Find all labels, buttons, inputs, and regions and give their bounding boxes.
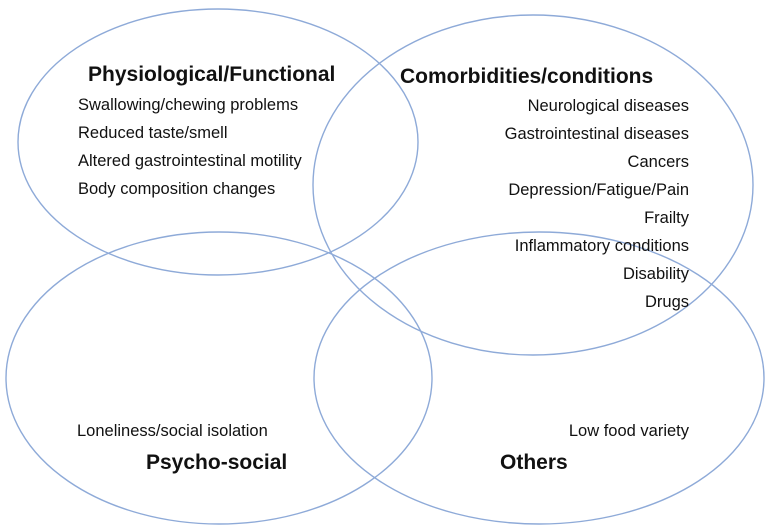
list-item: Swallowing/chewing problems xyxy=(78,96,299,114)
psychosocial-item: Loneliness/social isolation xyxy=(77,422,268,440)
comorbidities-circle xyxy=(312,14,754,356)
list-item: Body composition changes xyxy=(78,180,276,198)
psychosocial-circle xyxy=(5,231,433,525)
physiological-circle xyxy=(17,8,419,276)
comorbidities-conditions-list: Neurological diseases Gastrointestinal d… xyxy=(505,92,689,316)
list-item: Drugs xyxy=(644,293,689,311)
list-item: Depression/Fatigue/Pain xyxy=(508,181,689,199)
list-item: Neurological diseases xyxy=(527,97,689,115)
physiological-functional-title: Physiological/Functional xyxy=(88,63,336,86)
psychosocial-title: Psycho-social xyxy=(146,451,288,474)
list-item: Frailty xyxy=(644,209,689,227)
list-item: Reduced taste/smell xyxy=(78,124,228,142)
others-item: Low food variety xyxy=(568,422,689,440)
list-item: Altered gastrointestinal motility xyxy=(78,152,302,170)
others-title: Others xyxy=(500,451,568,474)
list-item: Cancers xyxy=(627,153,689,171)
list-item: Disability xyxy=(622,265,689,283)
list-item: Gastrointestinal diseases xyxy=(504,125,689,143)
others-circle xyxy=(313,231,765,525)
list-item: Inflammatory conditions xyxy=(514,237,689,255)
comorbidities-conditions-title: Comorbidities/conditions xyxy=(400,65,654,88)
physiological-functional-list: Swallowing/chewing problems Reduced tast… xyxy=(78,91,302,203)
